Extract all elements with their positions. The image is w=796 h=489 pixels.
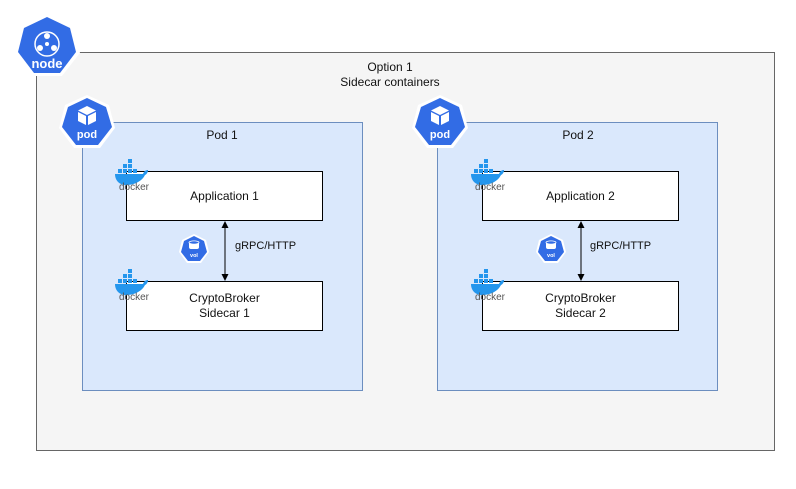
- sidecar-2-line1: CryptoBroker: [545, 291, 616, 305]
- grpc-connector-2: [575, 221, 587, 281]
- application-2-box: Application 2: [482, 171, 679, 221]
- application-2-label: Application 2: [546, 188, 615, 203]
- docker-icon: docker: [469, 268, 511, 303]
- node-title: Option 1 Sidecar containers: [290, 60, 490, 90]
- sidecar-1-line1: CryptoBroker: [189, 291, 260, 305]
- pod-2-icon: pod: [411, 94, 469, 152]
- docker-icon: docker: [113, 158, 155, 193]
- pod-2-title: Pod 2: [562, 128, 594, 142]
- docker-logo-text: docker: [119, 292, 150, 303]
- pod-2-badge-text: pod: [430, 129, 450, 141]
- docker-icon: docker: [469, 158, 511, 193]
- option-subtitle: Sidecar containers: [340, 75, 440, 89]
- volume-badge-text: vol: [547, 253, 555, 259]
- node-badge-text: node: [31, 56, 62, 71]
- volume-badge-text: vol: [190, 253, 198, 259]
- docker-logo-text: docker: [119, 182, 150, 193]
- pod-2-frame: [437, 122, 718, 391]
- grpc-connector-1: [219, 221, 231, 281]
- sidecar-2-box: CryptoBroker Sidecar 2: [482, 281, 679, 331]
- application-1-label: Application 1: [190, 188, 259, 203]
- docker-logo-text: docker: [475, 292, 506, 303]
- application-1-box: Application 1: [126, 171, 323, 221]
- sidecar-2-line2: Sidecar 2: [555, 306, 606, 320]
- sidecar-1-line2: Sidecar 1: [199, 306, 250, 320]
- node-icon: node: [12, 12, 82, 82]
- grpc-label-2: gRPC/HTTP: [590, 240, 652, 252]
- volume-icon: vol: [535, 233, 567, 265]
- pod-1-badge-text: pod: [77, 129, 97, 141]
- option-title: Option 1: [367, 60, 413, 74]
- docker-logo-text: docker: [475, 182, 506, 193]
- pod-1-icon: pod: [58, 94, 116, 152]
- sidecar-1-box: CryptoBroker Sidecar 1: [126, 281, 323, 331]
- docker-icon: docker: [113, 268, 155, 303]
- grpc-label-1: gRPC/HTTP: [235, 240, 297, 252]
- pod-1-title: Pod 1: [206, 128, 238, 142]
- volume-icon: vol: [178, 233, 210, 265]
